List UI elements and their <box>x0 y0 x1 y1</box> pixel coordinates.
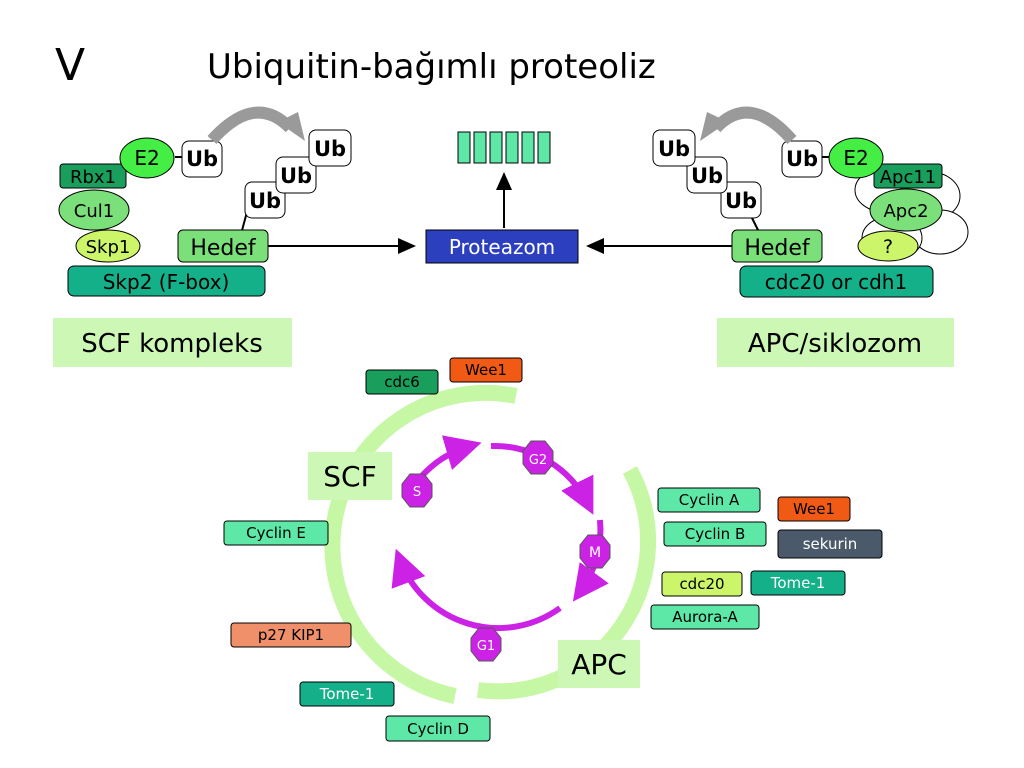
e2-oval <box>119 137 175 179</box>
apc-ub-e2 <box>781 140 823 178</box>
cdc20-cdh1-label: cdc20 or cdh1 <box>765 270 907 294</box>
proteasome-label: Proteazom <box>449 235 555 259</box>
skp1-oval <box>75 229 141 263</box>
wee1-right-tag <box>777 496 851 522</box>
wee1-right-label: Wee1 <box>793 500 835 518</box>
scf-complex-label-bg <box>53 318 292 367</box>
slide-title: Ubiquitin-bağımlı proteoliz <box>207 47 656 87</box>
cyclin-b-label: Cyclin B <box>685 525 746 543</box>
apc-ub-chain-3-label: Ub <box>658 137 690 161</box>
cycle-scf-label-bg <box>308 452 392 500</box>
apc-ub-e2-label: Ub <box>786 147 818 171</box>
m-label: M <box>589 545 601 561</box>
apc-ub-chain-1 <box>720 181 762 219</box>
apc-target-box <box>731 229 823 263</box>
g2-label: G2 <box>529 453 547 468</box>
cycle-apc-label-bg <box>558 640 640 688</box>
apc2-oval <box>869 188 943 232</box>
cdc20-label: cdc20 <box>679 575 724 593</box>
apc-e2-label: E2 <box>843 146 868 170</box>
scf-arc <box>324 384 518 704</box>
cyclin-e-label: Cyclin E <box>246 524 306 542</box>
e2-label: E2 <box>134 146 159 170</box>
g2-octagon <box>522 440 554 475</box>
ub-transfer-arrow <box>207 106 295 145</box>
g1-octagon <box>470 627 502 662</box>
ub-chain-2-label: Ub <box>280 164 312 188</box>
skp2-box <box>67 265 266 297</box>
cdc6-label: cdc6 <box>384 373 420 391</box>
cell-cycle: G2 M G1 S SCF APC <box>308 384 656 704</box>
ub-chain-1-label: Ub <box>249 189 281 213</box>
tome1-right-tag <box>750 570 846 596</box>
cyclin-a-tag <box>657 487 761 513</box>
apc-e2-oval <box>828 137 884 179</box>
cyclin-e-tag <box>223 520 329 546</box>
wee1-top-tag <box>449 357 523 383</box>
ub-box-e2 <box>181 140 223 178</box>
apc-ub-chain-1-label: Ub <box>725 189 757 213</box>
unknown-oval <box>857 230 919 262</box>
sekurin-tag <box>777 529 883 559</box>
arrow-s-g2 <box>417 435 482 481</box>
proteasome-box <box>425 229 579 264</box>
apc-assembly: cdc20 or cdh1 ? Apc2 Apc11 E2 Ub Hedef U… <box>586 106 969 298</box>
skp1-label: Skp1 <box>86 237 131 258</box>
apc-complex-label-bg <box>717 318 954 367</box>
p27-label: p27 KIP1 <box>258 626 324 644</box>
apc11-label: Apc11 <box>880 167 937 188</box>
ub-label: Ub <box>186 147 218 171</box>
cul1-oval <box>58 189 130 231</box>
cdc20-cdh1-box <box>739 265 934 298</box>
wee1-top-label: Wee1 <box>465 361 507 379</box>
tome1-left-tag <box>299 681 395 707</box>
aurora-a-label: Aurora-A <box>672 608 738 626</box>
target-label: Hedef <box>190 236 257 261</box>
cyclin-a-label: Cyclin A <box>679 491 740 509</box>
tome1-right-label: Tome-1 <box>770 574 826 592</box>
aurora-a-tag <box>650 604 760 630</box>
apc11-box <box>873 163 943 189</box>
s-octagon <box>401 473 433 508</box>
cycle-scf-label: SCF <box>323 460 376 493</box>
scf-assembly: Skp2 (F-box) Cul1 Skp1 Rbx1 E2 Ub Hedef … <box>58 106 416 297</box>
ub-chain-3-label: Ub <box>314 137 346 161</box>
scf-complex-label: SCF kompleks <box>81 329 263 359</box>
cdc6-tag <box>365 369 439 395</box>
apc-ub-chain-2 <box>686 156 728 194</box>
apc-ub-chain-3 <box>652 129 696 167</box>
unknown-label: ? <box>883 236 893 258</box>
s-label: S <box>413 485 421 500</box>
ub-chain-3 <box>308 129 352 167</box>
cyclin-d-tag <box>385 715 491 742</box>
p27-tag <box>230 622 352 648</box>
proteasome-group: Proteazom <box>425 131 579 264</box>
rbx1-box <box>59 163 127 189</box>
apc-ub-transfer-arrow <box>711 106 797 145</box>
skp2-label: Skp2 (F-box) <box>103 270 230 294</box>
apc-arc <box>476 466 656 700</box>
ub-chain-1 <box>244 181 286 219</box>
apc-ub-chain-2-label: Ub <box>691 164 723 188</box>
arrow-g1-s <box>391 548 562 632</box>
cul1-label: Cul1 <box>74 201 114 222</box>
g1-label: G1 <box>477 639 495 654</box>
ub-chain-2 <box>275 156 317 194</box>
substrate-tags: cdc6 Wee1 Cyclin E p27 KIP1 Tome-1 Cycli… <box>223 357 883 742</box>
m-octagon <box>579 534 611 569</box>
apc-complex-label: APC/siklozom <box>748 329 922 359</box>
rbx1-label: Rbx1 <box>70 167 116 188</box>
cdc20-tag <box>661 571 743 597</box>
section-letter: V <box>55 40 85 91</box>
tome1-left-label: Tome-1 <box>319 685 375 703</box>
cycle-apc-label: APC <box>571 648 627 681</box>
cyclin-d-label: Cyclin D <box>407 720 469 738</box>
apc2-label: Apc2 <box>883 201 928 222</box>
cyclin-b-tag <box>663 521 767 547</box>
apc-target-label: Hedef <box>744 236 811 261</box>
sekurin-label: sekurin <box>803 535 858 553</box>
